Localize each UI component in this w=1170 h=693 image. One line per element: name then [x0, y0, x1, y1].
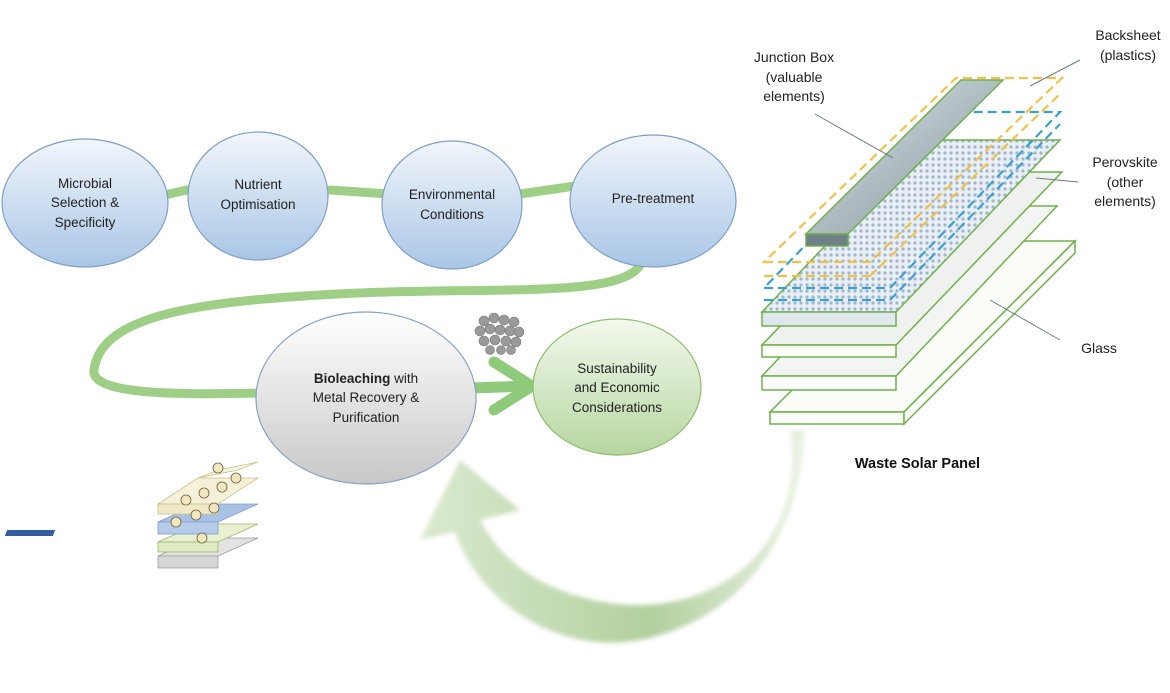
bioleaching-panel-icon [4, 461, 260, 569]
metal-particles-icon [474, 312, 525, 355]
ellipse-microbial [1, 138, 169, 268]
callout-perovskite: Perovskite (other elements) [1092, 154, 1158, 210]
backsheet-dashed-layer [761, 76, 1065, 278]
ellipse-environmental [381, 140, 523, 270]
callout-lines [814, 59, 1081, 341]
ellipse-bioleaching [255, 311, 477, 485]
callout-backsheet: Backsheet (plastics) [1095, 27, 1161, 63]
ellipse-pretreatment [569, 134, 737, 268]
solar-panel-exploded [760, 59, 1081, 426]
ellipse-sustainability [532, 318, 702, 456]
junction-box [804, 79, 1005, 247]
return-arrow [420, 430, 805, 643]
callout-glass: Glass [1081, 340, 1117, 356]
label-pretreatment: Pre-treatment [611, 191, 695, 207]
flow-loop-connector [89, 260, 645, 399]
panel-title: Waste Solar Panel [854, 456, 981, 472]
ellipse-nutrient [187, 131, 329, 261]
callout-junction-box: Junction Box (valuable elements) [753, 49, 835, 105]
label-bioleaching: Bioleaching with Metal Recovery & Purifi… [312, 370, 420, 425]
arrow-to-sustainability [464, 356, 538, 416]
